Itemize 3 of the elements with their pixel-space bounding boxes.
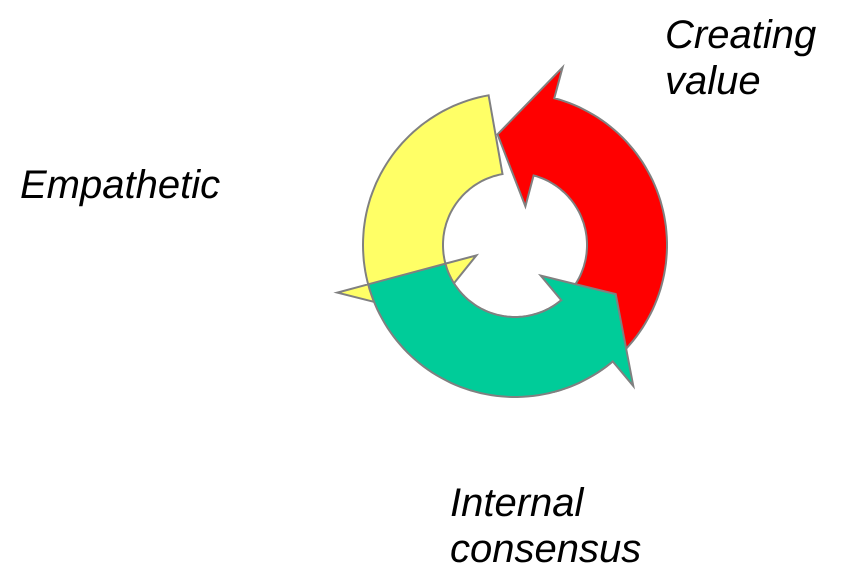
arrow-label: Empathetic	[20, 162, 222, 208]
arrow-label: Creating value	[665, 12, 818, 104]
arrow-label: Internal consensus	[450, 480, 642, 572]
